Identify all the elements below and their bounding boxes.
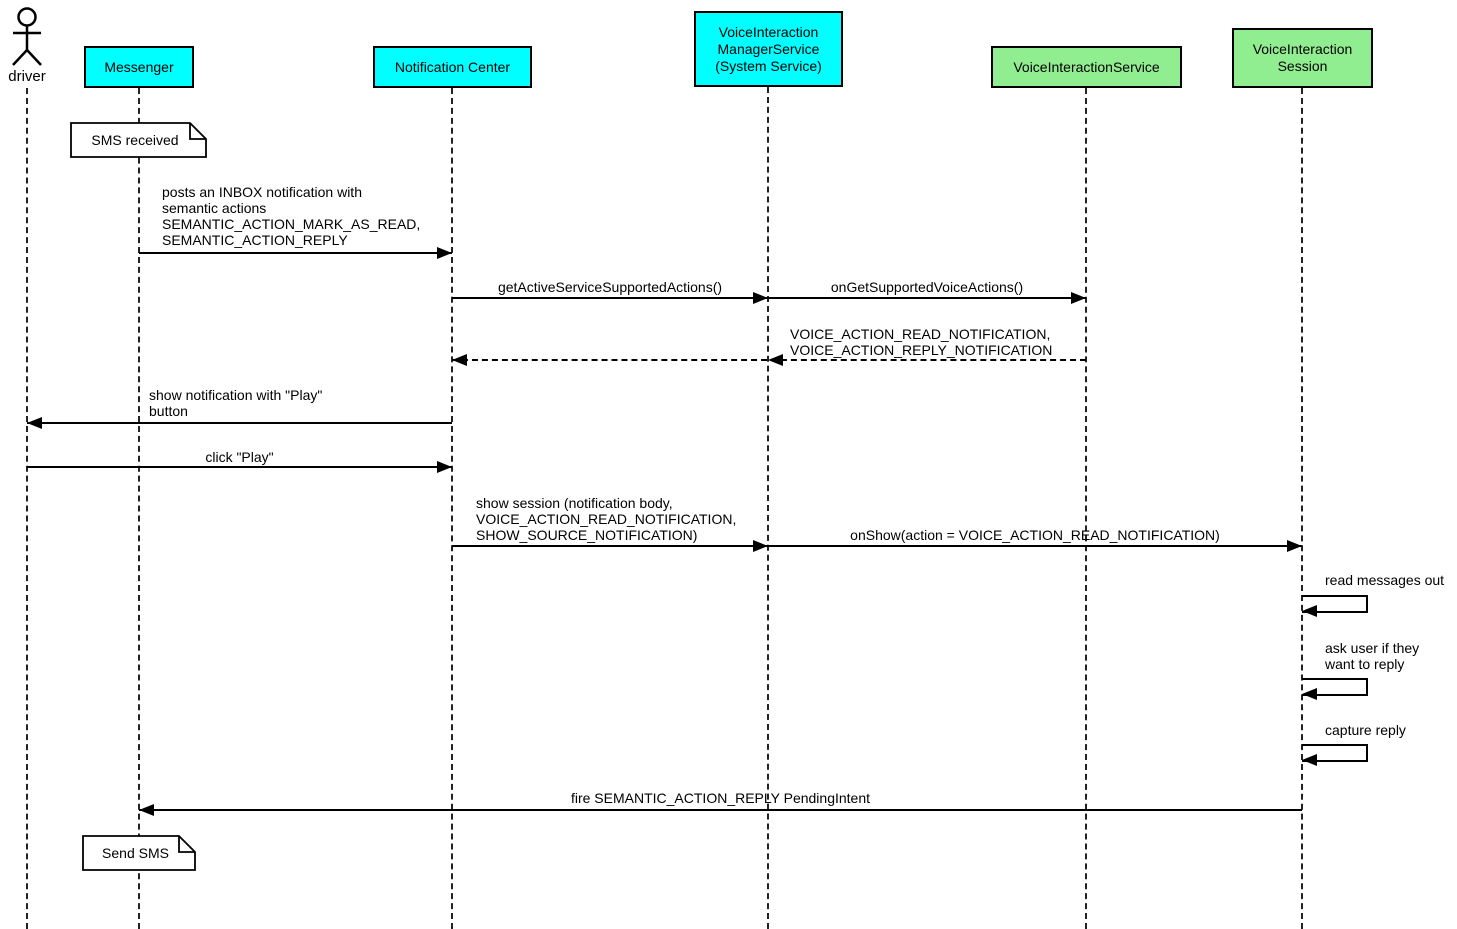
participant-voice-interaction-service: VoiceInteractionService xyxy=(991,46,1182,88)
message-label: click "Play" xyxy=(205,449,274,465)
message-label: fire SEMANTIC_ACTION_REPLY PendingIntent xyxy=(570,790,871,806)
message-label: onShow(action = VOICE_ACTION_READ_NOTIFI… xyxy=(850,527,1220,543)
lifeline-voice-interaction-session xyxy=(1301,88,1303,929)
message-label: posts an INBOX notification with semanti… xyxy=(162,184,421,248)
message-line xyxy=(768,545,1302,547)
arrowhead-right-icon xyxy=(753,292,768,304)
arrowhead-left-icon xyxy=(1302,754,1317,766)
arrowhead-left-icon xyxy=(768,354,783,366)
participant-label: VoiceInteraction Session xyxy=(1252,41,1353,74)
arrowhead-right-icon xyxy=(1071,292,1086,304)
lifeline-voice-interaction-manager-service xyxy=(767,87,769,929)
message-line xyxy=(27,466,452,468)
note-shape-icon xyxy=(82,835,196,871)
self-message-loop xyxy=(1302,678,1368,696)
participant-voice-interaction-manager-service: VoiceInteraction ManagerService (System … xyxy=(694,11,843,87)
note-shape-icon xyxy=(70,122,207,158)
participant-label: VoiceInteraction ManagerService (System … xyxy=(715,23,822,74)
participant-label: VoiceInteractionService xyxy=(1013,58,1160,75)
arrowhead-left-icon xyxy=(27,417,42,429)
lifeline-notification-center xyxy=(451,88,453,929)
arrowhead-right-icon xyxy=(437,247,452,259)
message-line xyxy=(139,252,452,254)
participant-label: Notification Center xyxy=(394,58,511,75)
message-line xyxy=(768,297,1086,299)
participant-notification-center: Notification Center xyxy=(373,46,532,88)
note-text: SMS received xyxy=(91,132,179,148)
arrowhead-left-icon xyxy=(452,354,467,366)
actor-icon xyxy=(12,7,42,66)
arrowhead-right-icon xyxy=(753,540,768,552)
self-message-loop xyxy=(1302,595,1368,613)
lifeline-voice-interaction-service xyxy=(1085,88,1087,929)
arrowhead-left-icon xyxy=(139,804,154,816)
arrowhead-left-icon xyxy=(1302,688,1317,700)
note-text: Send SMS xyxy=(102,845,169,861)
self-message-loop xyxy=(1302,744,1368,762)
note-send-sms: Send SMS xyxy=(82,835,197,871)
message-label: VOICE_ACTION_READ_NOTIFICATION, VOICE_AC… xyxy=(790,326,1053,358)
message-label: onGetSupportedVoiceActions() xyxy=(830,279,1024,295)
lifeline-messenger xyxy=(138,88,140,929)
participant-voice-interaction-session: VoiceInteraction Session xyxy=(1232,28,1373,88)
arrowhead-right-icon xyxy=(437,461,452,473)
message-label: show session (notification body, VOICE_A… xyxy=(476,495,737,543)
participant-messenger: Messenger xyxy=(84,46,194,88)
message-label: ask user if they want to reply xyxy=(1325,640,1420,672)
message-line xyxy=(139,809,1302,811)
arrowhead-left-icon xyxy=(1302,605,1317,617)
message-label: capture reply xyxy=(1325,722,1406,738)
message-label: show notification with "Play" button xyxy=(149,387,323,419)
message-label: getActiveServiceSupportedActions() xyxy=(497,279,723,295)
message-label: read messages out xyxy=(1325,572,1445,588)
message-line xyxy=(452,297,768,299)
message-line xyxy=(452,545,768,547)
note-sms-received: SMS received xyxy=(70,122,208,158)
actor-label: driver xyxy=(8,68,46,85)
participant-label: Messenger xyxy=(104,58,174,75)
arrowhead-right-icon xyxy=(1287,540,1302,552)
message-line xyxy=(27,422,452,424)
lifeline-driver xyxy=(26,88,28,929)
